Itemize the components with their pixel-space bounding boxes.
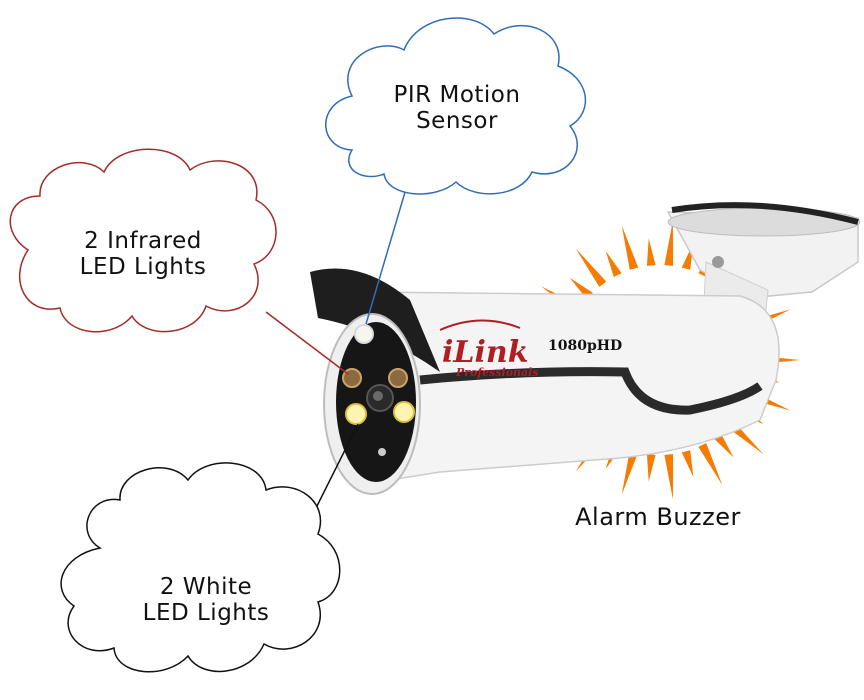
infrared-label-line2: LED Lights [79, 254, 207, 280]
pir-label-line1: PIR Motion [393, 82, 521, 108]
infrared-connector-line [265, 311, 349, 375]
alarm-buzzer-label: Alarm Buzzer [575, 503, 741, 531]
svg-text:iLink: iLink [442, 335, 528, 370]
infrared-label-line1: 2 Infrared [84, 228, 202, 254]
white-cloud [60, 462, 341, 673]
brand-logo: iLink Professionals 1080pHD [439, 319, 622, 379]
infrared-led [388, 368, 408, 388]
infrared-cloud [9, 148, 277, 333]
pir-label: PIR Motion Sensor [352, 82, 562, 134]
svg-text:1080pHD: 1080pHD [548, 338, 622, 354]
camera-body: iLink Professionals 1080pHD [310, 268, 780, 495]
pir-sensor [354, 324, 374, 344]
svg-text:Professionals: Professionals [455, 366, 539, 379]
white-led [345, 403, 367, 425]
pir-connector-line [365, 181, 409, 325]
pir-label-line2: Sensor [416, 108, 498, 134]
infrared-label: 2 Infrared LED Lights [30, 228, 256, 280]
white-led [393, 401, 415, 423]
white-label-line1: 2 White [159, 574, 253, 600]
pir-cloud [325, 17, 587, 195]
white-label-line2: LED Lights [142, 600, 270, 626]
white-label: 2 White LED Lights [96, 574, 316, 626]
